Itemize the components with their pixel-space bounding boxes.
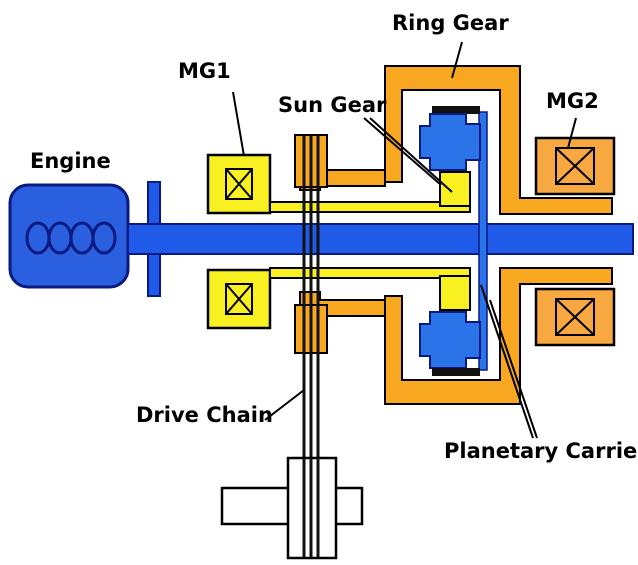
planetary-carrier <box>478 111 488 371</box>
sun-gear-shaft <box>269 171 471 311</box>
label-sun-gear: Sun Gear <box>278 93 387 117</box>
output-chain-overlay <box>302 458 320 558</box>
mg2-stator-top <box>534 136 616 196</box>
ring-gear <box>384 65 613 405</box>
label-ring-gear: Ring Gear <box>392 11 509 35</box>
mg1-stator-bottom <box>206 268 272 330</box>
main-shaft <box>127 223 634 255</box>
planet-gear-top <box>419 106 481 171</box>
label-mg1: MG1 <box>178 59 231 83</box>
label-planetary-carrier: Planetary Carrier <box>444 439 638 463</box>
leader-lines <box>232 41 577 439</box>
planet-gear-bottom <box>419 311 481 376</box>
mg2-stator-bottom <box>534 287 616 347</box>
label-mg2: MG2 <box>546 89 599 113</box>
label-engine: Engine <box>30 149 111 173</box>
mg1-stator-top <box>206 153 272 215</box>
output-gear <box>220 456 364 560</box>
label-drive-chain: Drive Chain <box>136 403 273 427</box>
engine-cylinders <box>25 221 117 255</box>
engine <box>8 183 130 289</box>
